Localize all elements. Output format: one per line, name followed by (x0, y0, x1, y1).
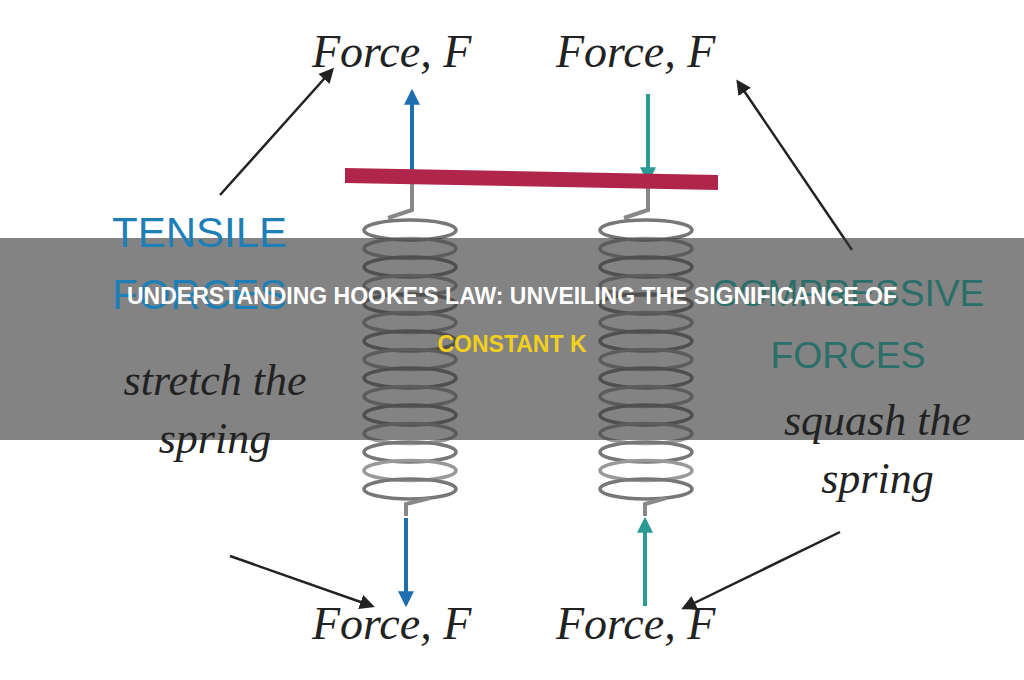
compressive-arrow (646, 94, 650, 180)
spring-tail (406, 498, 430, 516)
tensile-arrow (404, 518, 408, 604)
leader-line (220, 70, 332, 195)
tensile-arrow (410, 92, 414, 182)
coil-winding (600, 479, 692, 499)
force-label: Force, F (312, 598, 471, 650)
compressive-note: squash the spring (770, 392, 985, 508)
coil-winding (364, 479, 456, 499)
compressive-arrow (643, 520, 647, 606)
tensile-note: stretch the spring (120, 352, 310, 468)
force-label: Force, F (556, 26, 715, 78)
page-title: UNDERSTANDING HOOKE'S LAW: UNVEILING THE… (82, 272, 942, 368)
force-label: Force, F (312, 26, 471, 78)
force-label: Force, F (556, 598, 715, 650)
leader-line (684, 532, 840, 608)
spring-hook (388, 183, 412, 218)
compressive-heading: COMPRESSIVE FORCES (678, 262, 1018, 386)
support-bar (345, 168, 718, 190)
leader-line (738, 82, 852, 250)
spring-tail (645, 498, 666, 516)
